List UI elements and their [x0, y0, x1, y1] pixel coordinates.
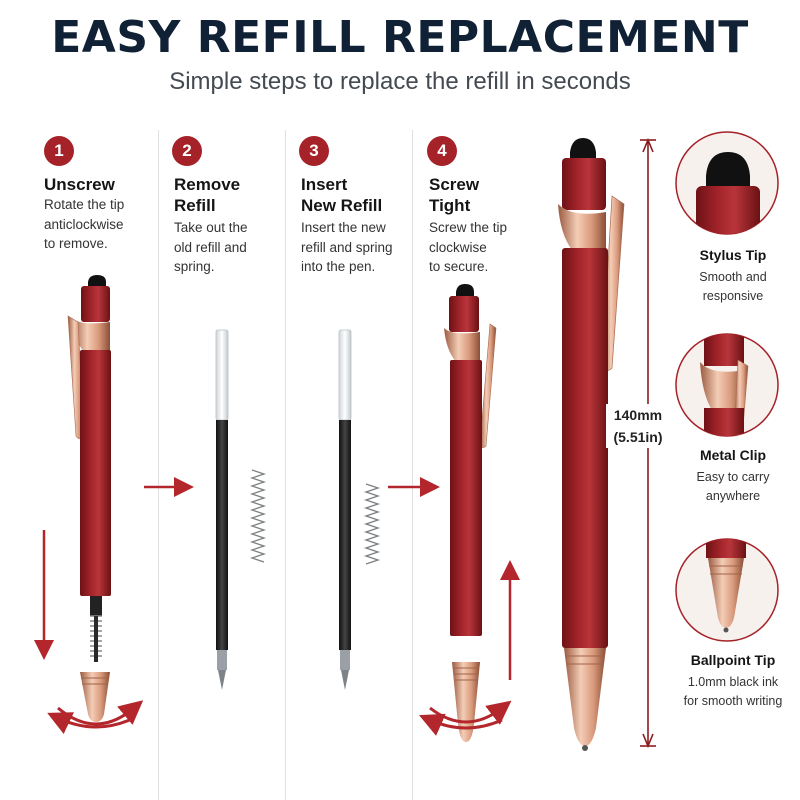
- stylus-tip-detail: [675, 131, 779, 235]
- step-2-refill: [215, 329, 229, 690]
- feature-description: 1.0mm black ink for smooth writing: [683, 675, 783, 708]
- step-3-refill: [338, 329, 352, 690]
- feature-ballpoint-tip: Ballpoint Tip 1.0mm black ink for smooth…: [666, 651, 800, 711]
- dimension-in: (5.51in): [613, 429, 663, 445]
- step-3-spring: [363, 483, 381, 565]
- divider-2: [285, 130, 286, 800]
- main-pen: [558, 138, 625, 751]
- step-3-title: Insert New Refill: [301, 175, 383, 215]
- step-3-description: Insert the new refill and spring into th…: [301, 220, 393, 274]
- page-subtitle: Simple steps to replace the refill in se…: [169, 68, 631, 95]
- ballpoint-tip-detail: [675, 538, 779, 642]
- step-1-pen: [34, 275, 144, 734]
- feature-description: Easy to carry anywhere: [696, 470, 770, 503]
- step-1-number: 1: [44, 136, 74, 166]
- step-4-title: Screw Tight: [429, 175, 480, 215]
- feature-stylus-tip: Stylus Tip Smooth and responsive: [666, 246, 800, 306]
- dimension-mm: 140mm: [613, 407, 663, 423]
- step-2-spring: [249, 469, 267, 563]
- step-4-number: 4: [427, 136, 457, 166]
- feature-description: Smooth and responsive: [699, 270, 767, 303]
- step-2-number: 2: [172, 136, 202, 166]
- step-1-description: Rotate the tip anticlockwise to remove.: [44, 197, 125, 251]
- step-1-title: Unscrew: [44, 175, 115, 194]
- dimension-label: 140mm (5.51in): [606, 404, 670, 448]
- metal-clip-detail: [675, 333, 779, 437]
- step-4-description: Screw the tip clockwise to secure.: [429, 220, 508, 274]
- step-3-number: 3: [299, 136, 329, 166]
- feature-title: Stylus Tip: [699, 247, 767, 263]
- feature-metal-clip: Metal Clip Easy to carry anywhere: [666, 446, 800, 506]
- step-2-description: Take out the old refill and spring.: [174, 220, 248, 274]
- feature-title: Ballpoint Tip: [690, 652, 776, 668]
- page-title: EASY REFILL REPLACEMENT: [51, 12, 749, 63]
- divider-3: [412, 130, 413, 800]
- step-4-pen: [419, 284, 520, 742]
- step-2-title: Remove Refill: [174, 175, 241, 215]
- divider-1: [158, 130, 159, 800]
- feature-title: Metal Clip: [699, 447, 767, 463]
